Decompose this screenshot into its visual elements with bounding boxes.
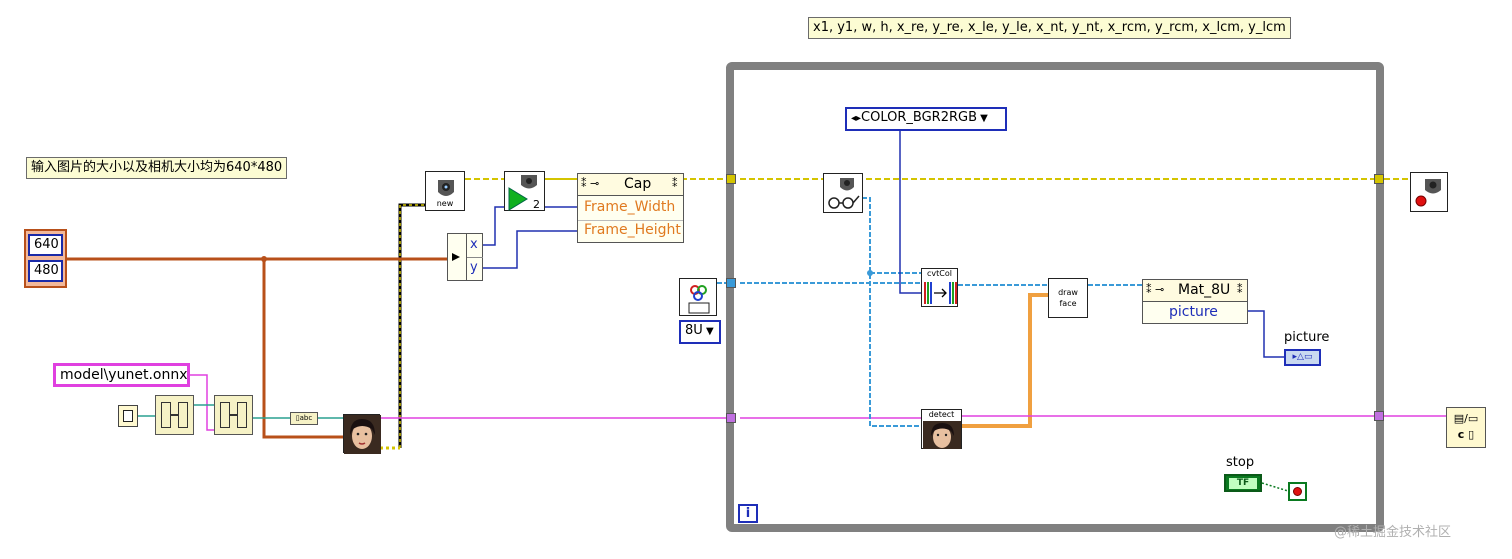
- camera-new-label: new: [436, 199, 454, 208]
- cap-property-node[interactable]: ⁑ ⊸ Cap ⁑ Frame_Width Frame_Height: [577, 173, 684, 243]
- chevron-down-icon: ▼: [977, 113, 988, 124]
- mat-icon: [688, 285, 710, 314]
- bundle-y-label: y: [470, 260, 478, 275]
- cvtcolor-label: cvtCol: [927, 269, 952, 278]
- face-icon: [923, 421, 961, 449]
- tunnel-model-out: [1374, 411, 1384, 421]
- size-wire: [67, 257, 1048, 439]
- stop-wire: [1261, 482, 1289, 492]
- wire-junction: [261, 256, 267, 262]
- current-vi-path-icon[interactable]: [118, 405, 138, 427]
- tunnel-camera-in: [726, 174, 736, 184]
- glasses-icon: [828, 178, 860, 209]
- ring-increment-icon: ◂▸: [851, 113, 862, 124]
- strip-path-node[interactable]: [155, 395, 194, 435]
- mat-property-title: Mat_8U: [1178, 282, 1231, 298]
- picture-indicator[interactable]: ▸△▭: [1284, 349, 1321, 366]
- chevron-down-icon: ▼: [702, 326, 714, 337]
- camera-start-node[interactable]: 2: [504, 171, 545, 211]
- mat-type-value: 8U: [685, 323, 703, 338]
- color-code-value: COLOR_BGR2RGB: [861, 110, 977, 125]
- cap-frame-height[interactable]: Frame_Height: [584, 222, 681, 238]
- model-path-constant[interactable]: model\yunet.onnx: [53, 363, 190, 387]
- unbundle-node[interactable]: x y: [447, 233, 483, 281]
- face-detector-create-node[interactable]: [343, 414, 381, 454]
- input-size-comment: 输入图片的大小以及相机大小均为640*480: [26, 157, 288, 179]
- output-format-comment: x1, y1, w, h, x_re, y_re, x_le, y_le, x_…: [808, 17, 1291, 39]
- camera-icon: [438, 180, 454, 196]
- mat-type-ring[interactable]: 8U ▼: [679, 320, 721, 344]
- mat-create-node[interactable]: [679, 278, 717, 316]
- camera-read-node[interactable]: [823, 173, 863, 213]
- mat-property-picture[interactable]: picture: [1169, 304, 1218, 320]
- tunnel-camera-out: [1374, 174, 1384, 184]
- property-key-icon: ⁑ ⊸: [1146, 283, 1165, 296]
- mat-property-node[interactable]: ⁑ ⊸ Mat_8U ⁑ picture: [1142, 279, 1248, 324]
- width-constant[interactable]: 640: [28, 234, 63, 256]
- stop-button-terminal[interactable]: TF: [1224, 474, 1262, 492]
- document-icon: c ▯: [1457, 428, 1475, 441]
- watermark: @稀土掘金技术社区: [1334, 525, 1452, 540]
- detect-label: detect: [922, 410, 961, 419]
- property-key-icon: ⁑: [672, 177, 678, 190]
- face-icon: [344, 415, 381, 454]
- path-to-string-node[interactable]: ▯abc: [290, 412, 318, 425]
- bundle-x-label: x: [470, 237, 478, 252]
- picture-indicator-label: picture: [1284, 330, 1330, 345]
- property-key-icon: ⁑: [1237, 283, 1243, 296]
- loop-iteration-terminal: i: [738, 504, 758, 523]
- close-icon: ▤/▭: [1453, 412, 1479, 425]
- cvtcolor-node[interactable]: cvtCol: [921, 268, 958, 307]
- stop-label: stop: [1226, 455, 1255, 470]
- stop-value: TF: [1229, 478, 1257, 489]
- release-node[interactable]: ▤/▭ c ▯: [1446, 407, 1486, 448]
- camera-start-count: 2: [533, 198, 540, 211]
- loop-condition-terminal: [1288, 482, 1307, 501]
- face-detect-node[interactable]: detect: [921, 409, 962, 449]
- camera-stop-icon: [1415, 179, 1441, 207]
- property-key-icon: ⁑ ⊸: [581, 177, 600, 190]
- build-path-node[interactable]: [214, 395, 253, 435]
- camera-play-icon: [508, 175, 537, 211]
- mat-wire: [717, 197, 1142, 427]
- camera-close-node[interactable]: [1410, 172, 1448, 212]
- wire-junction: [867, 270, 873, 276]
- color-code-ring[interactable]: ◂▸COLOR_BGR2RGB ▼: [845, 107, 1007, 131]
- cap-title: Cap: [624, 176, 652, 192]
- cap-frame-width[interactable]: Frame_Width: [584, 199, 676, 215]
- draw-face-node[interactable]: draw face: [1048, 278, 1088, 318]
- stop-sign-icon: [1293, 487, 1302, 496]
- camera-new-node[interactable]: new: [425, 171, 465, 211]
- color-convert-icon: [924, 282, 957, 304]
- while-loop[interactable]: [726, 62, 1384, 532]
- reader-wire: [138, 404, 343, 419]
- model-wire: [190, 374, 1446, 431]
- height-constant[interactable]: 480: [28, 260, 63, 282]
- size-constant-cluster[interactable]: 640 480: [24, 229, 67, 288]
- tunnel-mat-in: [726, 278, 736, 288]
- tunnel-model-in: [726, 413, 736, 423]
